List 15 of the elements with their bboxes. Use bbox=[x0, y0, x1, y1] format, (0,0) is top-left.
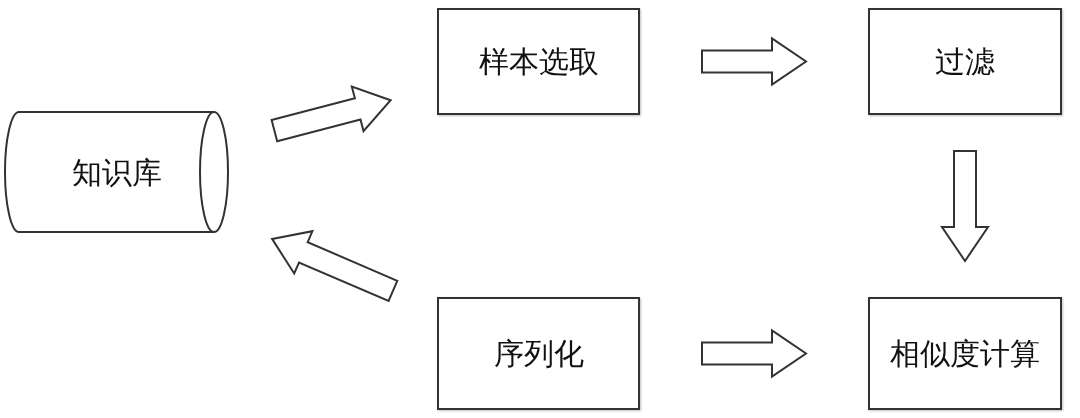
block-arrow bbox=[701, 36, 808, 87]
block-arrow bbox=[270, 85, 393, 143]
node-label: 序列化 bbox=[492, 335, 585, 373]
node-label: 过滤 bbox=[934, 43, 996, 81]
node-label: 知识库 bbox=[70, 153, 163, 192]
database-cylinder bbox=[5, 112, 228, 232]
block-arrow bbox=[701, 328, 808, 379]
process-box bbox=[868, 297, 1062, 410]
process-box bbox=[868, 8, 1062, 115]
node-label: 样本选取 bbox=[477, 43, 600, 81]
node-label: 相似度计算 bbox=[889, 335, 1041, 373]
process-box bbox=[437, 8, 640, 115]
block-arrow bbox=[940, 150, 990, 263]
block-arrow bbox=[270, 229, 399, 303]
process-box bbox=[437, 297, 640, 410]
